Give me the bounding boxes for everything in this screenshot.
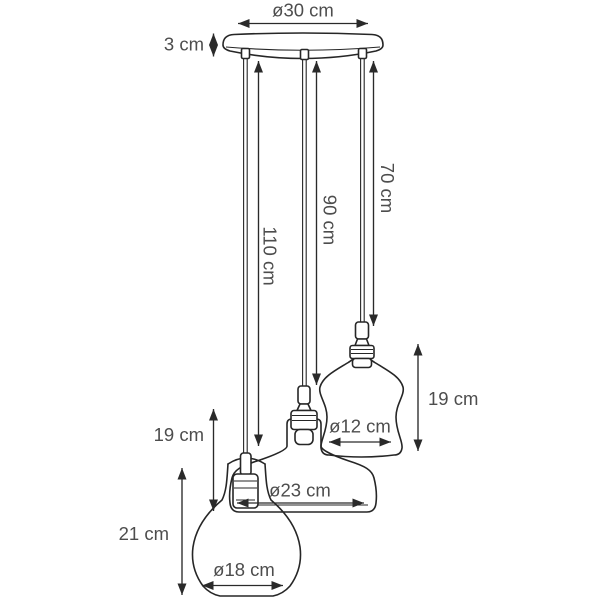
cord-grip-left [240, 47, 251, 60]
socket-right-bottom [351, 357, 373, 369]
cord-grip-right [357, 47, 368, 60]
dim-shade-left-diameter: ø18 cm [202, 559, 283, 590]
shade-right-height-label: 19 cm [428, 388, 478, 409]
socket-right-ferrule [354, 321, 370, 340]
cord-left [243, 57, 248, 456]
socket-middle [290, 385, 318, 446]
cord-grip-middle [299, 48, 310, 61]
canopy-diameter-label: ø30 cm [272, 0, 334, 21]
dim-shade-middle-height: 19 cm [154, 409, 218, 511]
dim-shade-middle-diameter: ø23 cm [237, 480, 364, 508]
dim-canopy-diameter: ø30 cm [238, 0, 368, 28]
shade-right-outline [318, 361, 405, 458]
shade-right-tulip [318, 321, 405, 458]
cord-right [360, 57, 365, 325]
shade-right-diameter-label: ø12 cm [329, 416, 391, 437]
drop-left-label: 110 cm [260, 226, 281, 285]
shade-left-diameter-label: ø18 cm [213, 559, 275, 580]
dim-drop-middle: 90 cm [312, 61, 341, 385]
socket-right-neck [354, 338, 370, 347]
cord-middle [302, 57, 307, 389]
canopy-height-label: 3 cm [164, 34, 204, 55]
shade-middle-height-label: 19 cm [154, 424, 204, 445]
shade-middle-diameter-label: ø23 cm [269, 480, 331, 501]
socket-middle-ribs [292, 414, 316, 422]
socket-middle-bottom [294, 428, 314, 446]
dim-drop-left: 110 cm [254, 61, 281, 446]
dim-shade-left-height: 21 cm [119, 468, 187, 595]
drop-middle-label: 90 cm [320, 195, 341, 245]
socket-middle-neck [296, 403, 312, 412]
shade-left-height-label: 21 cm [119, 523, 169, 544]
socket-middle-ferrule [297, 385, 311, 405]
socket-left-ferrule [239, 452, 252, 476]
dim-shade-right-diameter: ø12 cm [329, 416, 391, 447]
socket-right-ribs [351, 348, 373, 355]
socket-right [349, 321, 375, 369]
dim-canopy-height: 3 cm [164, 33, 218, 57]
dim-drop-right: 70 cm [369, 61, 398, 326]
shade-left-outline [191, 463, 302, 597]
drop-right-label: 70 cm [377, 163, 398, 213]
shade-middle-outline [228, 418, 378, 513]
socket-right-holder [349, 344, 375, 360]
dim-shade-right-height: 19 cm [413, 344, 478, 451]
